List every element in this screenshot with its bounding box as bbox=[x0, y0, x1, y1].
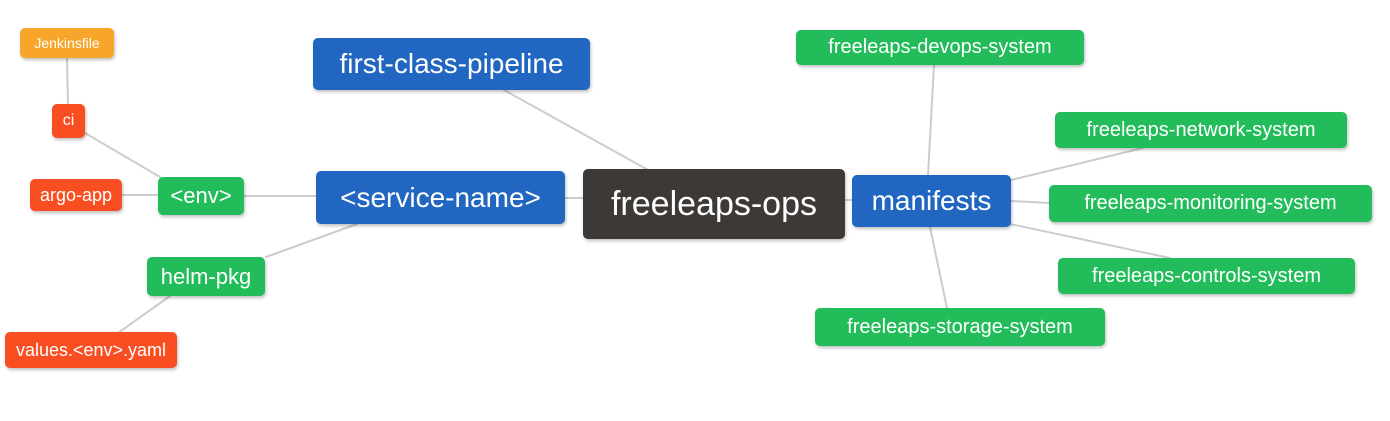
edge-manifests-to-freeleaps-storage-system bbox=[929, 226, 948, 309]
edge-ci-to-env bbox=[84, 132, 161, 178]
node-argo-app[interactable]: argo-app bbox=[30, 179, 122, 211]
node-values-env-yaml[interactable]: values.<env>.yaml bbox=[5, 332, 177, 368]
edge-jenkinsfile-to-ci bbox=[66, 57, 69, 105]
node-jenkinsfile[interactable]: Jenkinsfile bbox=[20, 28, 114, 58]
node-freeleaps-controls-system[interactable]: freeleaps-controls-system bbox=[1058, 258, 1355, 294]
node-ci[interactable]: ci bbox=[52, 104, 85, 138]
edge-manifests-to-freeleaps-devops-system bbox=[927, 64, 935, 176]
node-freeleaps-monitoring-system[interactable]: freeleaps-monitoring-system bbox=[1049, 185, 1372, 222]
edge-first-class-pipeline-to-freeleaps-ops bbox=[503, 89, 651, 172]
node-helm-pkg[interactable]: helm-pkg bbox=[147, 257, 265, 296]
node-freeleaps-network-system[interactable]: freeleaps-network-system bbox=[1055, 112, 1347, 148]
node-freeleaps-ops[interactable]: freeleaps-ops bbox=[583, 169, 845, 239]
edge-helm-pkg-to-values-env-yaml bbox=[117, 295, 171, 334]
node-env[interactable]: <env> bbox=[158, 177, 244, 215]
node-freeleaps-devops-system[interactable]: freeleaps-devops-system bbox=[796, 30, 1084, 65]
node-first-class-pipeline[interactable]: first-class-pipeline bbox=[313, 38, 590, 90]
node-manifests[interactable]: manifests bbox=[852, 175, 1011, 227]
node-freeleaps-storage-system[interactable]: freeleaps-storage-system bbox=[815, 308, 1105, 346]
edge-manifests-to-freeleaps-network-system bbox=[1010, 147, 1144, 181]
edge-manifests-to-freeleaps-monitoring-system bbox=[1010, 200, 1050, 204]
node-service-name[interactable]: <service-name> bbox=[316, 171, 565, 224]
edge-service-name-to-helm-pkg bbox=[265, 223, 358, 258]
edge-manifests-to-freeleaps-controls-system bbox=[1009, 223, 1171, 259]
